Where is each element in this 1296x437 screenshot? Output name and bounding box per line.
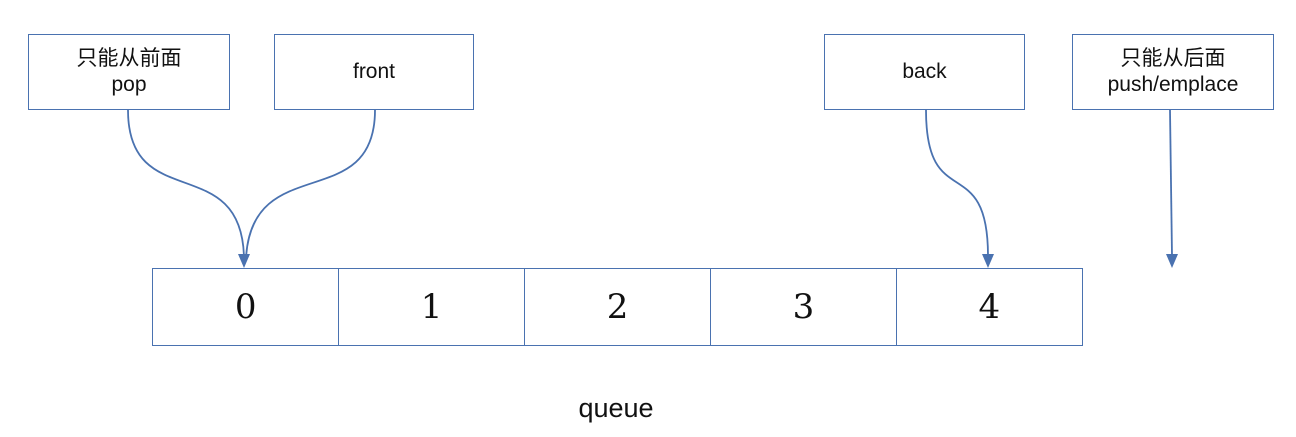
pop-arrow (127, 109, 245, 259)
back-arrow-head (982, 254, 994, 268)
push-label-line2: push/emplace (1107, 73, 1239, 96)
push-arrow (1169, 109, 1173, 257)
front-label: front (352, 60, 396, 83)
pop-label-box: 只能从前面 pop (28, 34, 230, 110)
queue-caption: queue (578, 393, 654, 423)
queue-cell-2: 2 (523, 268, 712, 346)
back-label: back (902, 60, 947, 83)
queue-array: 0 1 2 3 4 (152, 268, 1084, 346)
push-label-line1: 只能从后面 (1120, 47, 1226, 70)
pop-label-line2: pop (111, 73, 147, 96)
queue-cell-0: 0 (152, 268, 340, 346)
back-label-box: back (824, 34, 1025, 110)
pop-arrow-head (238, 254, 250, 268)
front-label-box: front (274, 34, 474, 110)
queue-cell-3: 3 (709, 268, 898, 346)
back-arrow (925, 109, 989, 257)
push-label-box: 只能从后面 push/emplace (1072, 34, 1274, 110)
push-arrow-head (1166, 254, 1178, 268)
queue-cell-4: 4 (895, 268, 1084, 346)
queue-cell-1: 1 (337, 268, 526, 346)
pop-label-line1: 只能从前面 (76, 47, 182, 70)
front-arrow (245, 109, 376, 259)
